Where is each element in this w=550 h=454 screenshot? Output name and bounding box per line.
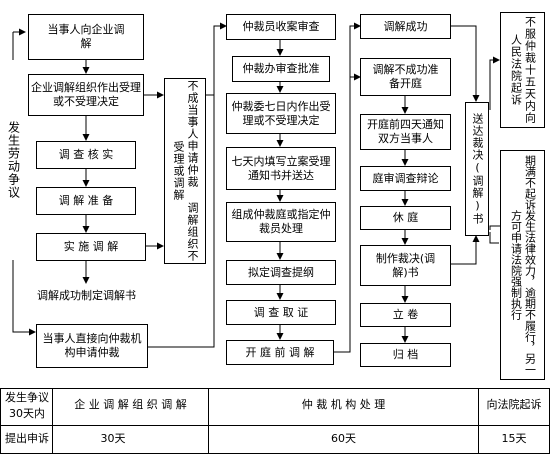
adjourn: 休 庭 <box>360 206 451 230</box>
table-30-days-within: 30天内 <box>9 407 45 420</box>
employee-to-enterprise: 当事人向企业调解 <box>28 14 144 60</box>
success-sign-text: 调解成功制定调解书 <box>37 289 136 302</box>
direct-apply: 当事人直接向仲裁机构申请仲裁 <box>36 324 148 368</box>
table-court: 向法院起诉 <box>486 398 542 411</box>
deliver-award: 送达裁决(调解)书 <box>465 102 489 236</box>
start-dispute: 发生劳动争议 <box>1 60 26 260</box>
table-dispute: 发生争议 <box>5 391 49 404</box>
investigate: 调 查 核 实 <box>36 141 136 169</box>
draft-outline: 拟定调查提纲 <box>226 260 336 285</box>
table-arbitration: 仲 裁 机 构 处 理 <box>301 398 386 411</box>
table-file-complaint: 提出申诉 <box>5 432 49 445</box>
table-30-days: 30天 <box>100 432 126 445</box>
mediation-success: 调解成功 <box>360 14 451 39</box>
enforce: 期满不起诉发生法律效力，逾期不履行，另一方可申请法院强制执行 <box>500 150 545 380</box>
enterprise-decides: 企业调解组织作出受理或不受理决定 <box>28 74 144 116</box>
prepare: 调 解 准 备 <box>36 187 136 215</box>
table-60-days: 60天 <box>331 432 356 445</box>
sue-court: 不服仲裁十五天内向人民法院起诉 <box>500 12 545 128</box>
receive-case: 仲裁员收案审查 <box>226 14 336 40</box>
collect-evidence: 调 查 取 证 <box>226 300 336 325</box>
make-award: 制作裁决(调解)书 <box>360 245 451 286</box>
pre-mediation: 开 庭 前 调 解 <box>226 340 334 365</box>
mediate: 实 施 调 解 <box>36 233 146 261</box>
hearing: 庭审调查辩论 <box>360 166 451 191</box>
table-15-days: 15天 <box>501 432 527 445</box>
committee-decide: 仲裁委七日内作出受理或不受理决定 <box>226 93 336 134</box>
four-days-notify: 开庭前四天通知双方当事人 <box>360 114 451 150</box>
fail-prepare: 调解不成功准备开庭 <box>360 58 451 96</box>
notify: 七天内填写立案受理通知书并送达 <box>226 147 336 190</box>
file-case: 立 卷 <box>360 303 451 327</box>
office-approve: 仲裁办审查批准 <box>232 56 330 82</box>
form-tribunal: 组成仲裁庭或指定仲裁员处理 <box>226 202 336 242</box>
table-enterprise-mediation: 企 业 调 解 组 织 调 解 <box>74 398 187 411</box>
archive: 归 档 <box>360 343 451 367</box>
not-success-apply: 不成当事人申请仲裁 调解组织不受理或调解 <box>164 78 206 264</box>
